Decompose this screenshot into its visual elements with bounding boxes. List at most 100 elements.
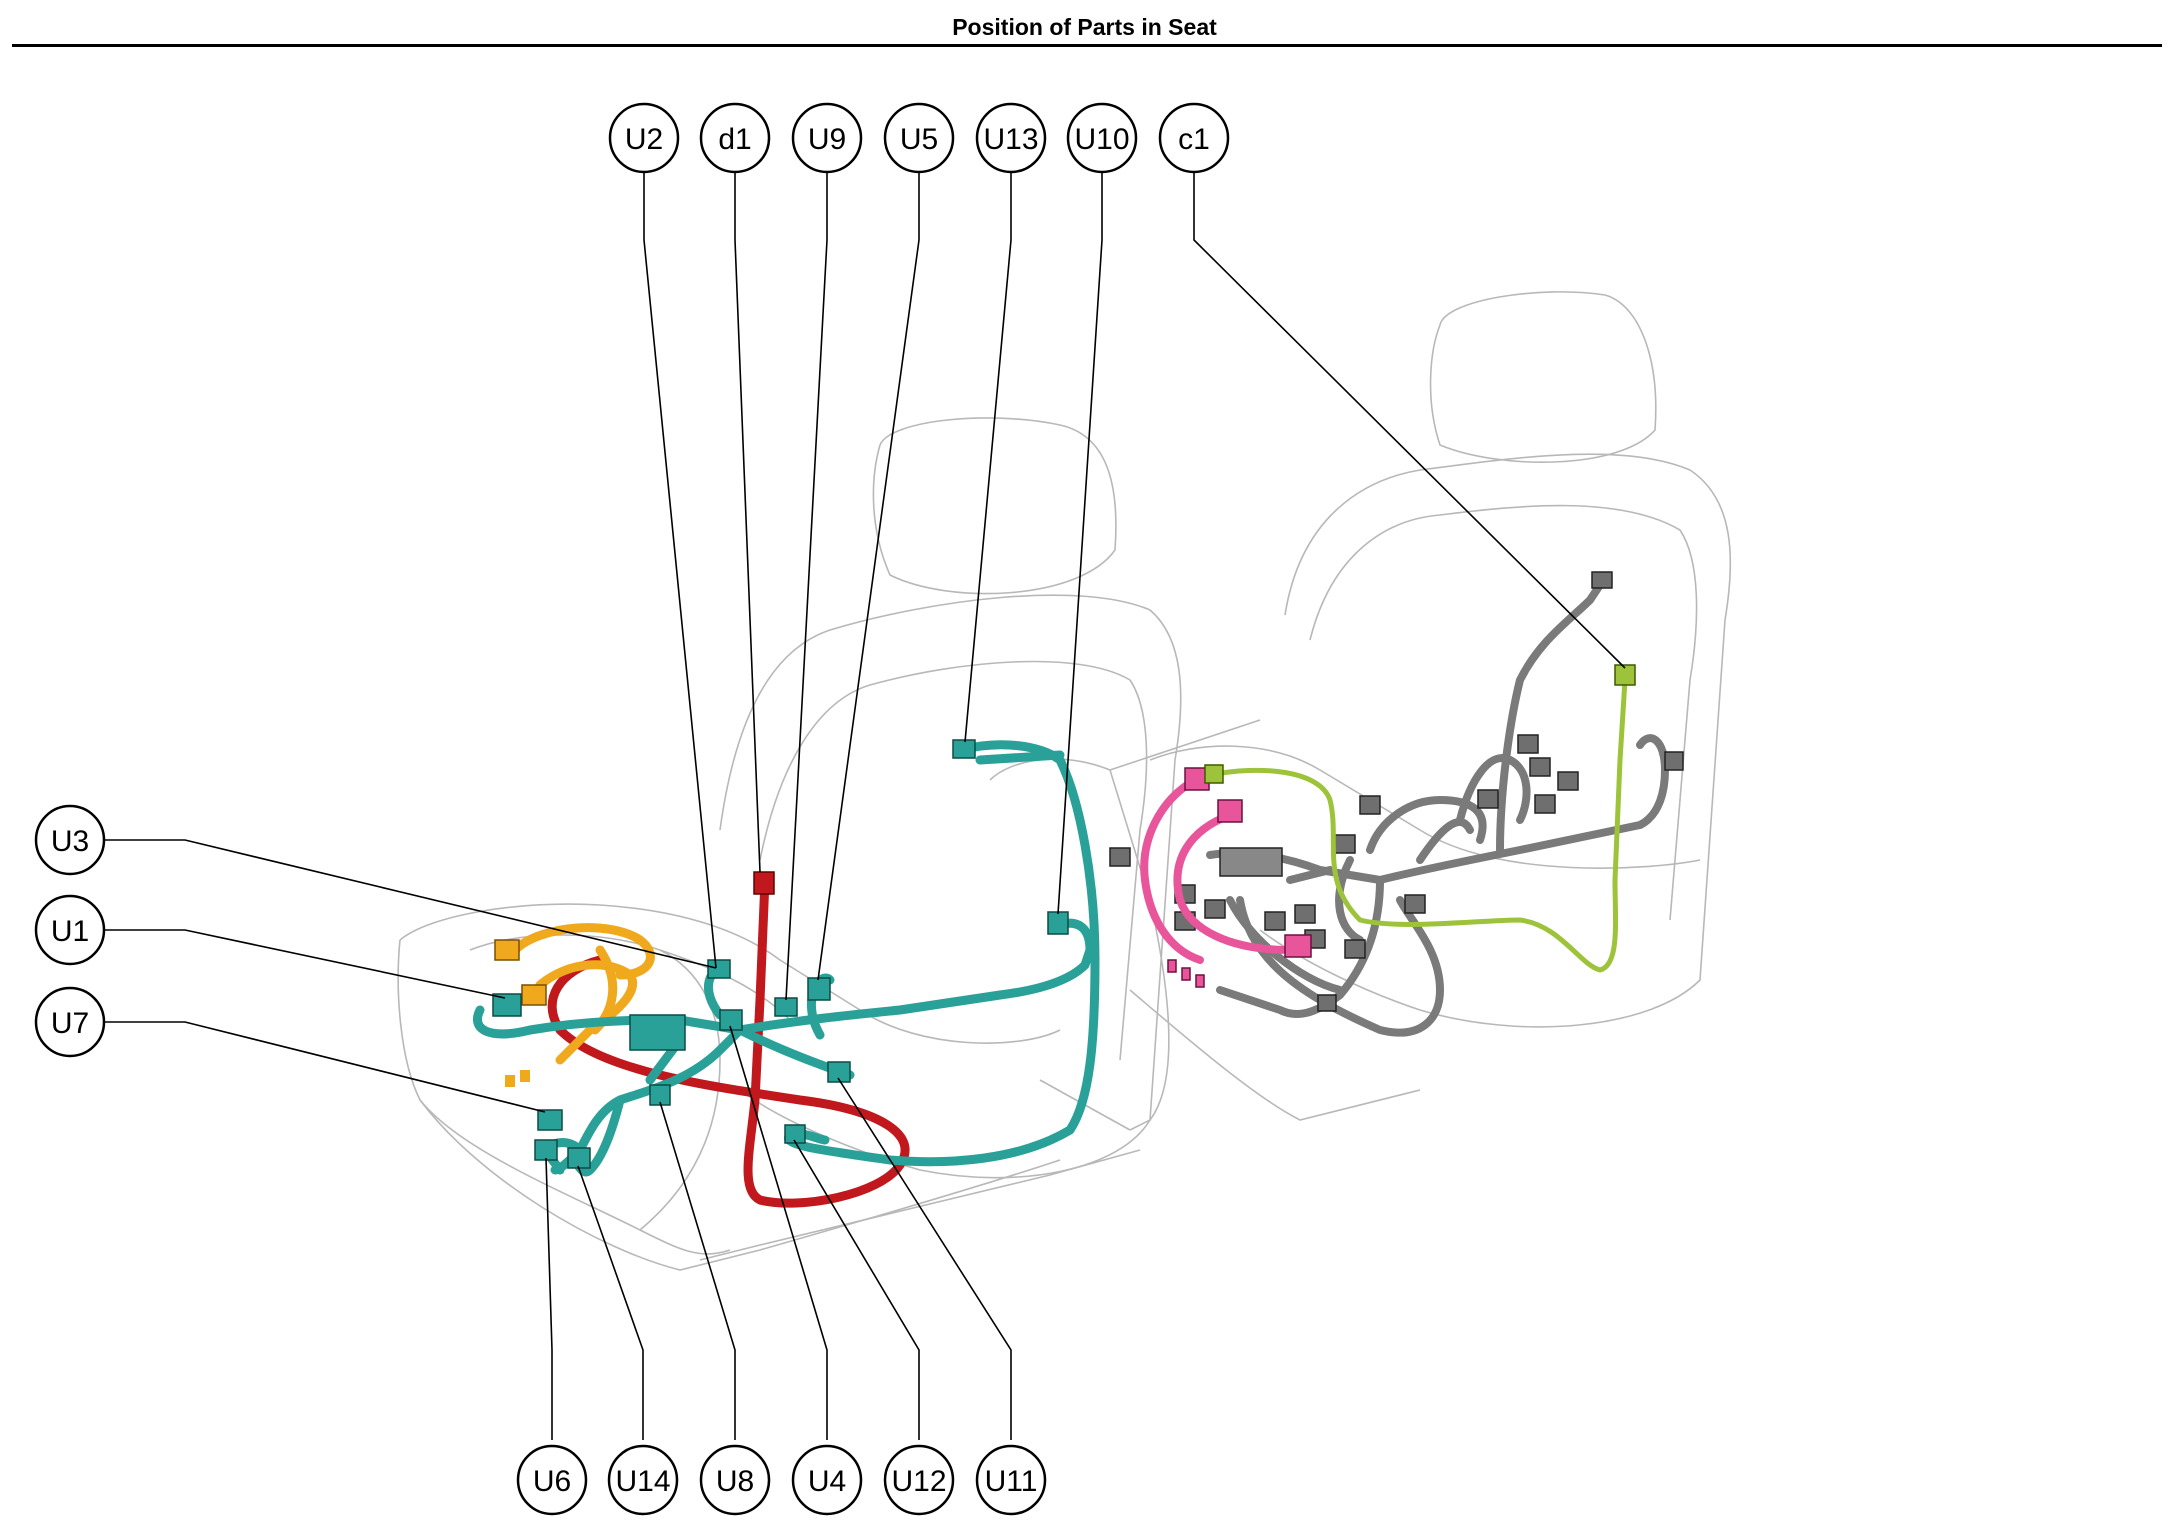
leader-u10 bbox=[1057, 166, 1103, 915]
connector-u7 bbox=[537, 1109, 563, 1131]
connector-orange-b bbox=[505, 1075, 515, 1087]
callout-u4: U4 bbox=[791, 1444, 863, 1516]
connector-u14 bbox=[567, 1147, 591, 1169]
left-seat-headrest bbox=[872, 417, 1117, 595]
seat-outlines bbox=[397, 291, 1732, 1271]
callout-c1: c1 bbox=[1158, 102, 1230, 174]
right-seat-cushion bbox=[1149, 745, 1701, 869]
connector-gray-13 bbox=[1204, 899, 1226, 919]
page-title: Position of Parts in Seat bbox=[952, 14, 1217, 40]
connector-gray-10 bbox=[1109, 847, 1131, 867]
connector-u5 bbox=[807, 977, 831, 1001]
connector-gray-6 bbox=[1534, 794, 1556, 814]
connector-c1 bbox=[1614, 664, 1636, 686]
connector-gray-9 bbox=[1334, 834, 1356, 854]
connector-orange-a bbox=[521, 984, 547, 1006]
callout-u6-label: U6 bbox=[533, 1465, 571, 1498]
connector-main-block bbox=[629, 1014, 686, 1051]
connector-gray-15 bbox=[1294, 904, 1316, 924]
connector-pink-2 bbox=[1217, 799, 1243, 823]
callouts: U2 d1 U9 U5 U13 U10 c1 U3 U1 U7 U6 U14 U… bbox=[34, 102, 1230, 1516]
connector-u9 bbox=[774, 997, 798, 1017]
connector-u13 bbox=[952, 739, 976, 759]
connector-d1 bbox=[753, 871, 775, 895]
callout-u8: U8 bbox=[699, 1444, 771, 1516]
connector-pink-4 bbox=[1167, 959, 1177, 973]
leader-c1 bbox=[1193, 166, 1626, 669]
leader-u2 bbox=[643, 166, 717, 969]
callout-u13: U13 bbox=[975, 102, 1047, 174]
callout-u9: U9 bbox=[791, 102, 863, 174]
callout-u10-label: U10 bbox=[1074, 123, 1129, 156]
callout-u5: U5 bbox=[883, 102, 955, 174]
connector-u11 bbox=[827, 1061, 851, 1083]
leader-u7 bbox=[105, 1021, 546, 1113]
teal-connectors bbox=[492, 739, 1069, 1169]
leader-u1 bbox=[105, 929, 506, 999]
connector-gray-14 bbox=[1264, 911, 1286, 931]
connector-u2 bbox=[707, 959, 731, 979]
gray-connectors bbox=[1109, 571, 1684, 1012]
callout-u9-label: U9 bbox=[808, 123, 846, 156]
connector-gray-2 bbox=[1664, 751, 1684, 771]
connector-gray-18 bbox=[1404, 894, 1426, 914]
left-seat-cushion-front bbox=[397, 939, 731, 1255]
callout-u6: U6 bbox=[516, 1444, 588, 1516]
callout-u12-label: U12 bbox=[891, 1465, 946, 1498]
leader-u5 bbox=[817, 166, 920, 981]
right-seat-headrest bbox=[1429, 291, 1657, 464]
connector-u8 bbox=[649, 1084, 671, 1106]
harness-gray bbox=[1206, 581, 1669, 1037]
right-seat-back-inner bbox=[1309, 504, 1698, 921]
callout-u2-label: U2 bbox=[625, 123, 663, 156]
callout-u12: U12 bbox=[883, 1444, 955, 1516]
connector-u3 bbox=[494, 939, 520, 961]
connector-u1 bbox=[492, 993, 522, 1017]
connector-pink-3 bbox=[1284, 934, 1312, 958]
callout-u1-label: U1 bbox=[51, 915, 89, 948]
left-seat-rail bbox=[699, 1149, 1141, 1261]
callout-u2: U2 bbox=[608, 102, 680, 174]
left-seat-cushion-side bbox=[639, 949, 721, 1231]
callout-d1: d1 bbox=[699, 102, 771, 174]
leader-u14 bbox=[577, 1165, 644, 1440]
connector-orange-c bbox=[520, 1070, 530, 1082]
callout-u4-label: U4 bbox=[808, 1465, 846, 1498]
connector-u6 bbox=[534, 1139, 558, 1161]
pink-connectors bbox=[1167, 767, 1312, 988]
leader-u6 bbox=[545, 1157, 553, 1440]
connector-gray-19 bbox=[1317, 994, 1337, 1012]
leader-u12 bbox=[793, 1139, 920, 1440]
left-seat-back bbox=[719, 594, 1182, 1179]
callout-u7-label: U7 bbox=[51, 1007, 89, 1040]
callout-u5-label: U5 bbox=[900, 123, 938, 156]
leader-u13 bbox=[964, 166, 1012, 743]
connector-gray-7 bbox=[1477, 789, 1499, 809]
connector-gray-4 bbox=[1529, 757, 1551, 777]
connector-pink-6 bbox=[1195, 974, 1205, 988]
connector-gray-17 bbox=[1344, 939, 1366, 959]
callout-u14: U14 bbox=[607, 1444, 679, 1516]
connector-gray-main bbox=[1219, 847, 1283, 877]
callout-u7: U7 bbox=[34, 986, 106, 1058]
connector-gray-8 bbox=[1359, 795, 1381, 815]
callout-u8-label: U8 bbox=[716, 1465, 754, 1498]
title-divider bbox=[12, 44, 2162, 47]
connector-u10 bbox=[1047, 911, 1069, 935]
callout-u3: U3 bbox=[34, 804, 106, 876]
leader-u4 bbox=[729, 1025, 828, 1440]
harness-green bbox=[1207, 677, 1628, 973]
leader-lines bbox=[105, 166, 1626, 1440]
harness-teal bbox=[473, 740, 1100, 1177]
connector-gray-1 bbox=[1591, 571, 1613, 589]
callout-u1: U1 bbox=[34, 894, 106, 966]
harness-pink bbox=[1140, 776, 1294, 964]
callout-c1-label: c1 bbox=[1178, 123, 1210, 156]
connector-gray-5 bbox=[1557, 771, 1579, 791]
leader-u8 bbox=[659, 1101, 736, 1440]
callout-u13-label: U13 bbox=[983, 123, 1038, 156]
callout-u11-label: U11 bbox=[985, 1465, 1038, 1498]
connector-green-2 bbox=[1204, 764, 1224, 784]
connector-pink-5 bbox=[1181, 967, 1191, 981]
callout-u11: U11 bbox=[975, 1444, 1047, 1516]
